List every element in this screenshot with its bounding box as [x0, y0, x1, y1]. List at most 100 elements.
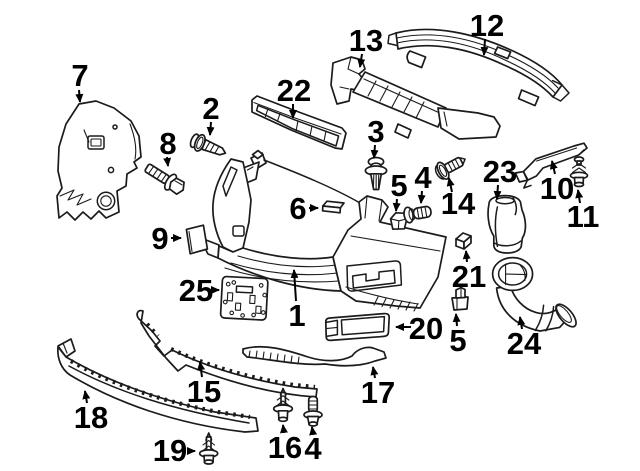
leader-arrow [480, 38, 489, 56]
part-8-hex-bolt[interactable] [142, 160, 188, 198]
callout-25[interactable]: 25 [179, 273, 220, 308]
leader-arrow [206, 121, 215, 136]
callout-10-label: 10 [540, 171, 574, 206]
part-16-push-rivet[interactable] [272, 387, 294, 423]
leader-arrow [493, 184, 502, 200]
part-17-lower-support-strip[interactable] [242, 345, 387, 367]
leader-arrow [370, 144, 379, 159]
callout-1[interactable]: 1 [288, 269, 306, 333]
callout-5-lower[interactable]: 5 [449, 313, 467, 358]
leader-arrow [446, 177, 455, 193]
callout-4-upper-label: 4 [414, 160, 432, 195]
leader-arrow [280, 424, 288, 434]
callout-4-lower[interactable]: 4 [304, 426, 322, 466]
part-5-u-nut-lower[interactable] [451, 286, 469, 311]
part-15-upper-deflector[interactable] [136, 309, 318, 398]
callout-13[interactable]: 13 [349, 23, 383, 68]
callout-11[interactable]: 11 [567, 189, 600, 234]
part-14-screw-and-washer[interactable] [433, 151, 470, 182]
part-1-bumper-cover[interactable] [204, 149, 447, 312]
callout-12-label: 12 [470, 8, 504, 43]
callout-24[interactable]: 24 [507, 316, 542, 361]
callout-8-label: 8 [159, 126, 176, 161]
callout-19-label: 19 [153, 433, 187, 468]
leader-arrow [163, 156, 172, 167]
leader-arrow [370, 366, 379, 379]
callout-12[interactable]: 12 [470, 8, 504, 56]
leader-arrow [462, 250, 471, 263]
callout-17-label: 17 [361, 375, 395, 410]
part-24-air-intake-duct[interactable] [491, 256, 580, 332]
part-23-air-outlet-duct[interactable] [487, 194, 527, 254]
leader-arrow [75, 89, 84, 103]
callout-1-label: 1 [288, 298, 305, 333]
leader-arrow [392, 198, 401, 212]
callouts: 7 2 8 22 13 12 3 5 [71, 8, 599, 468]
leader-arrow [549, 160, 558, 175]
leader-arrow [309, 426, 318, 436]
part-21-square-nut[interactable] [455, 232, 472, 250]
leader-arrow [290, 269, 299, 302]
part-20-lower-grille-insert[interactable] [324, 312, 391, 342]
callout-22-label: 22 [277, 73, 311, 108]
callout-15[interactable]: 15 [187, 361, 221, 409]
callout-17[interactable]: 17 [361, 366, 395, 410]
callout-4-lower-label: 4 [304, 431, 322, 466]
part-4-screw-upper[interactable] [403, 203, 432, 224]
leader-arrow [197, 361, 206, 378]
part-11-push-rivet[interactable] [569, 156, 589, 188]
callout-21[interactable]: 21 [452, 250, 486, 294]
callout-6-label: 6 [289, 191, 306, 226]
callout-20[interactable]: 20 [395, 311, 443, 346]
callout-23[interactable]: 23 [483, 154, 517, 200]
part-18-air-dam-valance[interactable] [57, 338, 259, 433]
callout-7[interactable]: 7 [71, 58, 89, 103]
callout-22[interactable]: 22 [277, 73, 311, 119]
callout-15-label: 15 [187, 374, 221, 409]
part-2-push-retainer[interactable] [188, 132, 228, 162]
part-13-energy-absorber[interactable] [330, 56, 501, 140]
part-9-spacer-pad[interactable] [185, 224, 209, 255]
callout-24-label: 24 [507, 326, 542, 361]
leader-arrow [417, 190, 426, 204]
callout-14-label: 14 [441, 186, 476, 221]
callout-18-label: 18 [74, 400, 108, 435]
callout-5-lower-label: 5 [449, 323, 466, 358]
part-7-wheelhouse-liner[interactable] [56, 100, 142, 221]
callout-19[interactable]: 19 [153, 433, 196, 468]
callout-7-label: 7 [71, 58, 88, 93]
callout-21-label: 21 [452, 259, 486, 294]
leader-arrow [357, 53, 366, 68]
callout-11-label: 11 [567, 199, 600, 234]
leader-arrow [82, 390, 91, 404]
callout-8[interactable]: 8 [159, 126, 177, 167]
callout-25-label: 25 [179, 273, 213, 308]
callout-10[interactable]: 10 [540, 160, 574, 206]
callout-3-label: 3 [367, 114, 384, 149]
callout-5-upper[interactable]: 5 [390, 168, 408, 212]
callout-16-label: 16 [268, 430, 302, 465]
callout-14[interactable]: 14 [441, 177, 476, 221]
leader-arrow [452, 313, 461, 327]
callout-18[interactable]: 18 [74, 390, 108, 435]
callout-23-label: 23 [483, 154, 517, 189]
callout-6[interactable]: 6 [289, 191, 319, 226]
callout-13-label: 13 [349, 23, 383, 58]
callout-9[interactable]: 9 [151, 221, 182, 256]
part-3-push-retainer[interactable] [364, 156, 388, 191]
callout-20-label: 20 [409, 311, 443, 346]
part-4-screw-lower[interactable] [303, 395, 323, 427]
callout-16[interactable]: 16 [268, 424, 302, 465]
part-12-impact-bar[interactable] [387, 28, 570, 107]
callout-5-upper-label: 5 [390, 168, 407, 203]
callout-2[interactable]: 2 [202, 91, 220, 136]
part-6-guide-bracket[interactable] [321, 200, 345, 214]
leader-arrow [517, 316, 526, 330]
callout-2-label: 2 [202, 91, 219, 126]
leader-arrow [575, 189, 584, 204]
callout-3[interactable]: 3 [367, 114, 385, 159]
part-19-push-rivet[interactable] [198, 432, 219, 465]
callout-4-upper[interactable]: 4 [414, 160, 432, 204]
callout-9-label: 9 [151, 221, 168, 256]
part-25-license-plate-bracket[interactable] [219, 275, 269, 321]
